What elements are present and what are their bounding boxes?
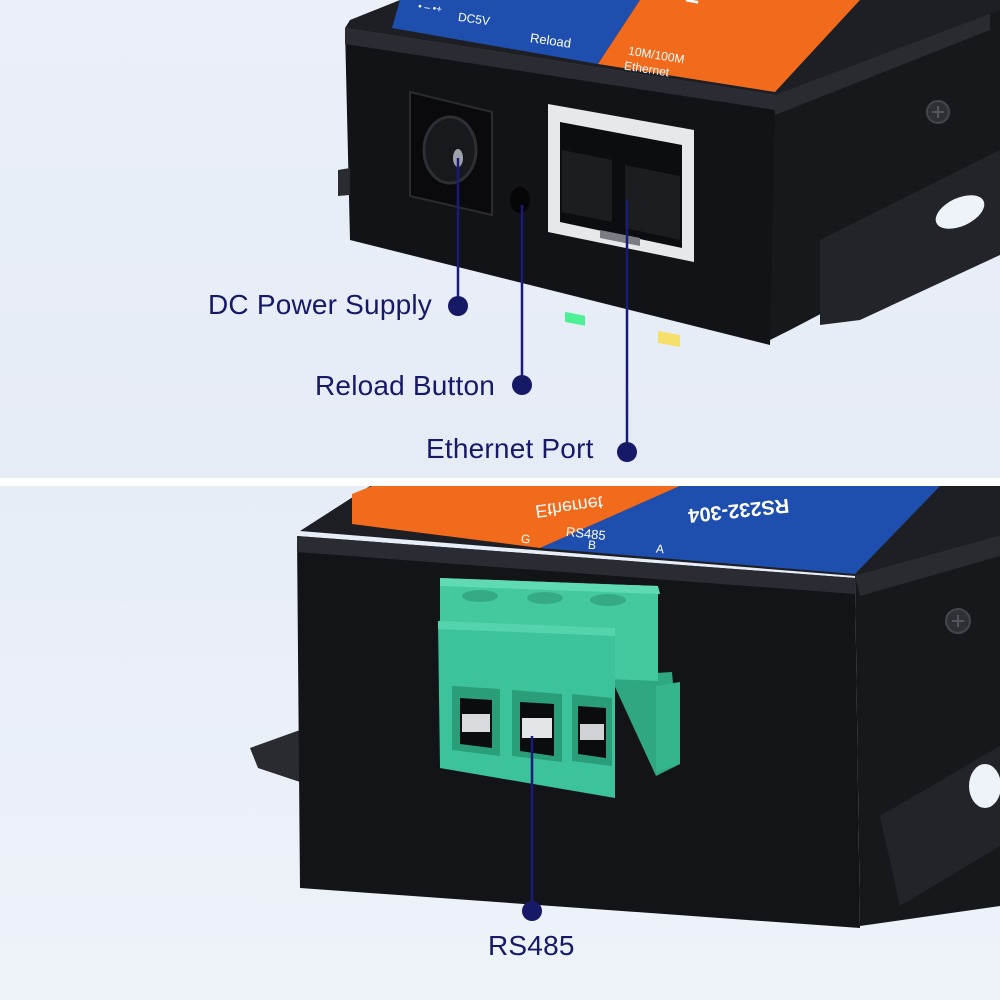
terminal-g-label: G [520,531,532,547]
terminal-b-label: B [587,537,597,553]
bottom-device-illustration [250,486,1000,928]
rs485-callout: RS485 [488,930,575,961]
callout-dot-rs485 [522,901,542,921]
blue-label-area [540,486,940,574]
orange-label-area [598,0,860,92]
reload-button-callout: Reload Button [315,370,496,401]
terminal-a-label: A [655,541,665,557]
bottom-product-panel: Ethernet RS232-304 RS485 G B A RS485 [0,486,1000,1000]
dc-power-supply-callout: DC Power Supply [208,289,432,320]
panel-divider [0,478,1000,486]
orange-label-area [352,486,680,548]
callout-dots [448,296,637,462]
callout-lines [456,158,629,450]
ethernet-port-callout: Ethernet Port [426,433,594,464]
blue-label-area [392,0,640,64]
top-device-illustration [338,0,1000,462]
top-product-panel: • – •+ DC5V Reload 10M/100M Ethernet RS … [0,0,1000,478]
terminal-slots [452,686,612,766]
